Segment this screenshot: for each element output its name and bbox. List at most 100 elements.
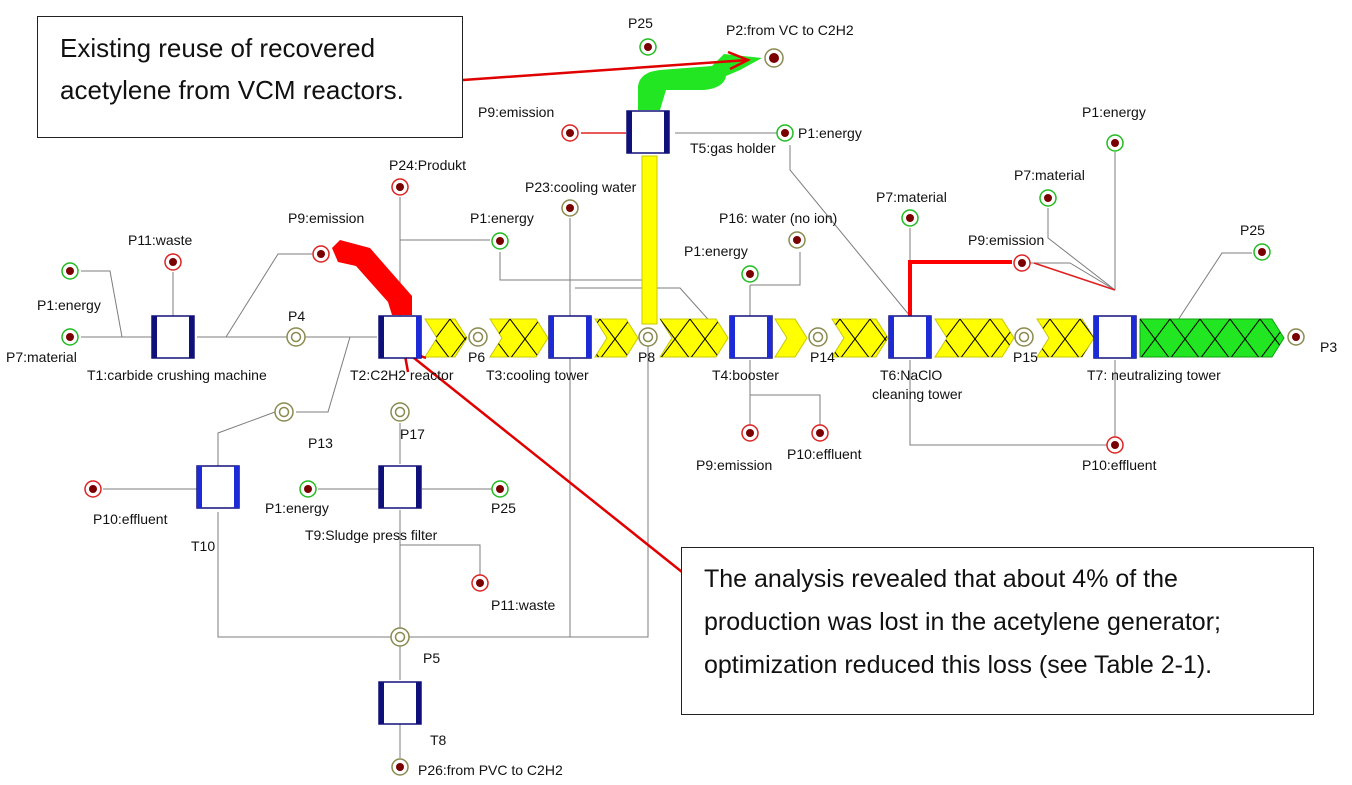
place-p11-t1[interactable]: [164, 253, 182, 271]
label-p1-t1: P1:energy: [37, 297, 101, 313]
label-t9: T9:Sludge press filter: [305, 527, 438, 543]
place-p25-top[interactable]: [639, 38, 657, 56]
label-p17: P17: [400, 426, 425, 442]
place-p5[interactable]: [390, 627, 410, 647]
place-p10-t4[interactable]: [811, 424, 829, 442]
transition-t5[interactable]: [626, 110, 670, 154]
callout-reuse-acetylene: Existing reuse of recovered acetylene fr…: [37, 16, 463, 138]
transition-t9[interactable]: [378, 465, 422, 509]
label-p2: P2:from VC to C2H2: [726, 22, 854, 38]
label-p8: P8: [638, 349, 655, 365]
place-p1-t5[interactable]: [776, 124, 794, 142]
label-t2: T2:C2H2 reactor: [350, 367, 454, 383]
place-p2[interactable]: [764, 48, 784, 68]
label-p1-t9: P1:energy: [265, 500, 329, 516]
label-p9-t5: P9:emission: [478, 104, 554, 120]
label-p11-t9: P11:waste: [491, 597, 556, 613]
label-p6: P6: [468, 349, 485, 365]
callout-production-loss: The analysis revealed that about 4% of t…: [681, 547, 1314, 715]
label-p15: P15: [1013, 349, 1038, 365]
label-t4: T4:booster: [712, 367, 779, 383]
place-p4[interactable]: [286, 327, 306, 347]
place-p10-t7[interactable]: [1106, 436, 1124, 454]
place-p14[interactable]: [808, 327, 828, 347]
label-p25-top: P25: [628, 15, 653, 31]
flow-red-t6-p9: [908, 260, 1012, 316]
labels: P25 P2:from VC to C2H2 P9:emission P1:en…: [6, 15, 1337, 778]
label-p11-t1: P11:waste: [128, 232, 193, 248]
callout-top-line-1: Existing reuse of recovered: [60, 33, 376, 63]
arc-lines: [81, 132, 1252, 758]
transition-t3[interactable]: [548, 315, 592, 359]
label-t1: T1:carbide crushing machine: [87, 367, 267, 383]
transition-t7[interactable]: [1093, 315, 1137, 359]
place-p13[interactable]: [274, 402, 294, 422]
transition-t1[interactable]: [151, 315, 195, 359]
label-p9-t2: P9:emission: [288, 210, 364, 226]
place-p9-t2[interactable]: [312, 245, 330, 263]
label-p9-t6: P9:emission: [968, 232, 1044, 248]
place-p1-t1[interactable]: [61, 262, 79, 280]
label-p7-t6: P7:material: [876, 189, 947, 205]
place-p16[interactable]: [788, 231, 806, 249]
place-p7-t7[interactable]: [1039, 189, 1057, 207]
transition-t4[interactable]: [729, 315, 773, 359]
transition-t6[interactable]: [888, 315, 932, 359]
transition-t10[interactable]: [196, 465, 240, 509]
callout-bottom-line-3: optimization reduced this loss (see Tabl…: [704, 651, 1213, 679]
label-p23: P23:cooling water: [525, 179, 637, 195]
places-red: [84, 124, 1124, 592]
place-p1-t4[interactable]: [741, 265, 759, 283]
place-p9-t5[interactable]: [561, 124, 579, 142]
flow-red-p9-t2: [332, 240, 412, 315]
label-t10: T10: [191, 538, 215, 554]
label-p7-t1: P7:material: [6, 349, 77, 365]
place-p23[interactable]: [561, 199, 579, 217]
label-p5: P5: [423, 650, 440, 666]
place-p25-t7[interactable]: [1253, 243, 1271, 261]
transitions: [151, 110, 1137, 725]
label-p7-t7: P7:material: [1014, 167, 1085, 183]
place-p1-t7[interactable]: [1106, 134, 1124, 152]
label-p25-t9: P25: [491, 500, 516, 516]
place-p9-t4[interactable]: [741, 424, 759, 442]
label-t6b: cleaning tower: [872, 386, 963, 402]
place-p3[interactable]: [1287, 328, 1305, 346]
places-hollow: [274, 327, 1034, 647]
transition-t8[interactable]: [378, 681, 422, 725]
place-p1-t9[interactable]: [299, 480, 317, 498]
label-p3: P3: [1320, 339, 1337, 355]
place-p11-t9[interactable]: [471, 574, 489, 592]
place-p26[interactable]: [391, 758, 409, 776]
place-p24[interactable]: [391, 178, 409, 196]
place-p7-t6[interactable]: [901, 209, 919, 227]
label-p13: P13: [308, 435, 333, 451]
label-t6a: T6:NaClO: [880, 367, 942, 383]
label-p1-t3: P1:energy: [470, 210, 534, 226]
place-p17[interactable]: [390, 402, 410, 422]
flow-yellow-t4-p14: [774, 318, 808, 358]
place-p7-t1[interactable]: [61, 328, 79, 346]
label-p10-t7: P10:effluent: [1082, 457, 1157, 473]
place-p9-t6[interactable]: [1013, 254, 1031, 272]
place-p25-t9[interactable]: [491, 480, 509, 498]
label-p10-t4: P10:effluent: [787, 446, 862, 462]
label-p10-t10: P10:effluent: [93, 511, 168, 527]
callout-top-line-2: acetylene from VCM reactors.: [60, 75, 404, 105]
label-p26: P26:from PVC to C2H2: [418, 762, 563, 778]
label-p1-t4: P1:energy: [684, 243, 748, 259]
flow-arrows: [332, 54, 1285, 358]
label-p4: P4: [288, 308, 305, 324]
label-t5: T5:gas holder: [690, 140, 776, 156]
transition-t2[interactable]: [378, 315, 422, 359]
places-green: [61, 38, 1271, 498]
label-t7: T7: neutralizing tower: [1087, 367, 1221, 383]
flow-yellow-t5-p8: [641, 155, 658, 325]
label-p1-t5: P1:energy: [798, 125, 862, 141]
place-p8[interactable]: [638, 327, 658, 347]
place-p6[interactable]: [468, 327, 488, 347]
place-p15[interactable]: [1014, 327, 1034, 347]
place-p1-t3[interactable]: [491, 232, 509, 250]
place-p10-t10[interactable]: [84, 480, 102, 498]
